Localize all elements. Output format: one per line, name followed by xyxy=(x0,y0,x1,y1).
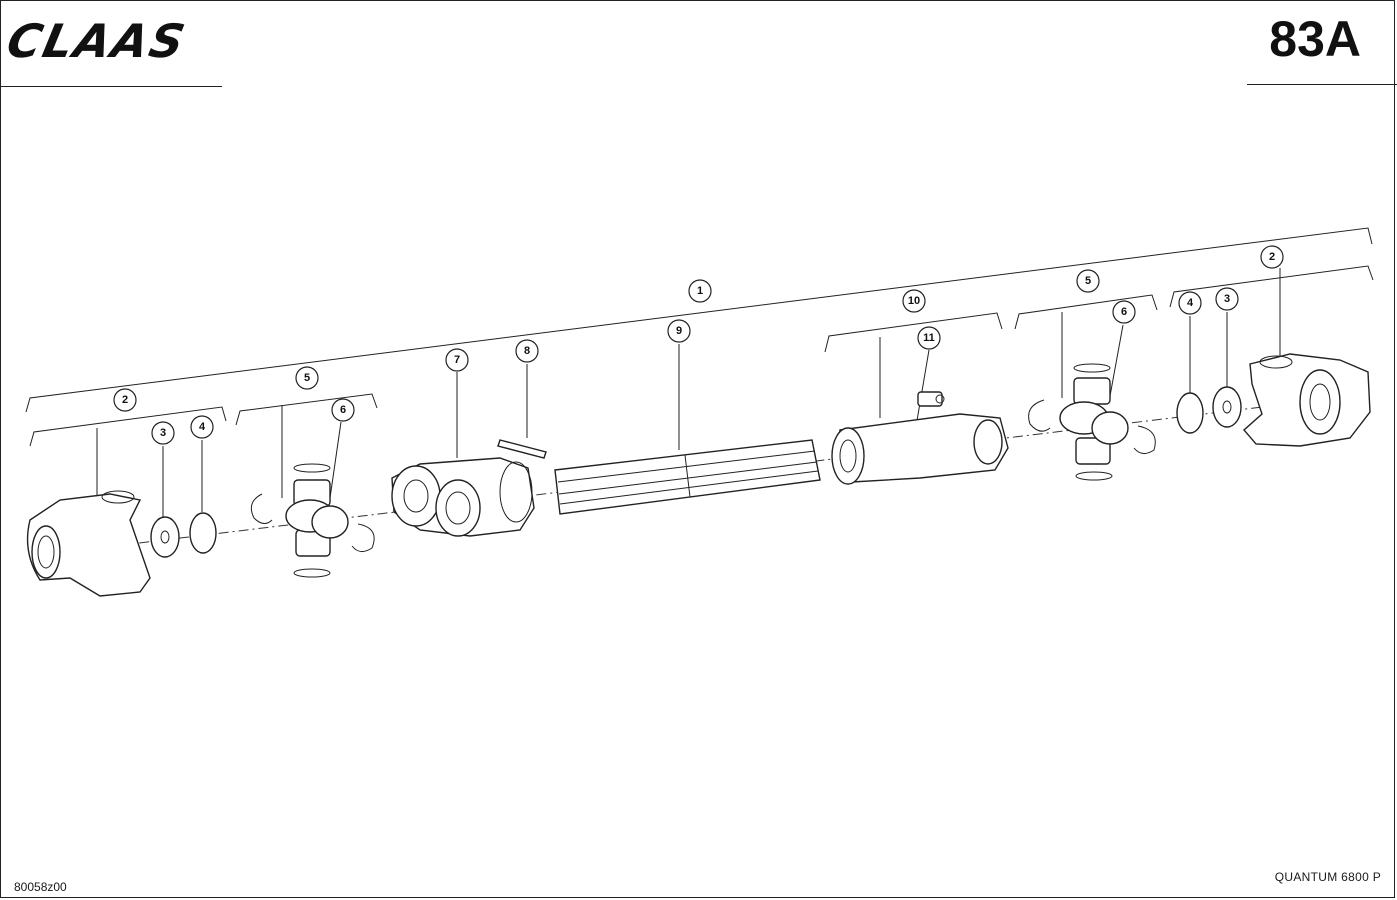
callout-8: 8 xyxy=(515,339,539,363)
bracket-tube-yoke xyxy=(824,312,1003,353)
callout-7: 7 xyxy=(445,348,469,372)
tube-yoke-part xyxy=(391,457,535,537)
svg-text:3: 3 xyxy=(1224,293,1230,305)
profile-shaft-part xyxy=(554,439,821,515)
page-number-rule xyxy=(1247,84,1397,85)
bracket-yoke-right xyxy=(1169,265,1374,308)
ring-left-part xyxy=(189,512,217,554)
cross-right-part xyxy=(1028,363,1156,481)
bracket-yoke-left xyxy=(29,406,227,447)
svg-text:2: 2 xyxy=(1269,251,1275,263)
callout-5-left: 5 xyxy=(295,366,319,390)
svg-text:9: 9 xyxy=(676,325,682,337)
callout-2-right: 2 xyxy=(1260,245,1284,269)
callout-5-right: 5 xyxy=(1076,269,1100,293)
callout-11: 11 xyxy=(917,326,941,350)
callout-3-right: 3 xyxy=(1215,287,1239,311)
callout-2-left: 2 xyxy=(113,388,137,412)
brackets xyxy=(25,227,1374,447)
callout-6-right: 6 xyxy=(1112,300,1136,324)
svg-text:10: 10 xyxy=(908,295,920,307)
ring-right-part xyxy=(1176,392,1204,434)
outer-tube-yoke-part xyxy=(831,391,1009,485)
svg-text:11: 11 xyxy=(923,332,935,344)
drawing-code: 80058z00 xyxy=(14,880,67,894)
page-number: 83A xyxy=(1269,11,1361,67)
yoke-right-part xyxy=(1243,353,1371,447)
bracket-cross-right xyxy=(1014,294,1158,330)
washer-left-part xyxy=(150,516,180,558)
callout-1: 1 xyxy=(688,279,712,303)
bracket-cross-left xyxy=(235,393,378,426)
callout-10: 10 xyxy=(902,289,926,313)
callout-3-left: 3 xyxy=(151,421,175,445)
yoke-left-part xyxy=(26,490,151,597)
callout-4-right: 4 xyxy=(1178,291,1202,315)
cross-left-part xyxy=(250,463,375,578)
svg-text:4: 4 xyxy=(199,421,206,433)
svg-text:8: 8 xyxy=(524,345,530,357)
washer-right-part xyxy=(1212,386,1242,428)
brand-rule xyxy=(0,86,222,87)
bracket-assembly-1 xyxy=(25,227,1373,413)
svg-text:1: 1 xyxy=(697,285,703,297)
svg-text:6: 6 xyxy=(340,404,346,416)
svg-text:4: 4 xyxy=(1187,297,1194,309)
svg-text:7: 7 xyxy=(454,354,460,366)
callout-6-left: 6 xyxy=(331,398,355,422)
model-name: QUANTUM 6800 P xyxy=(1274,870,1381,884)
svg-text:2: 2 xyxy=(122,394,128,406)
svg-text:3: 3 xyxy=(160,427,166,439)
svg-text:6: 6 xyxy=(1121,306,1127,318)
svg-text:5: 5 xyxy=(1085,275,1091,287)
callout-9: 9 xyxy=(667,319,691,343)
callout-4-left: 4 xyxy=(190,415,214,439)
svg-text:5: 5 xyxy=(304,372,310,384)
spring-pin-part xyxy=(497,439,547,459)
